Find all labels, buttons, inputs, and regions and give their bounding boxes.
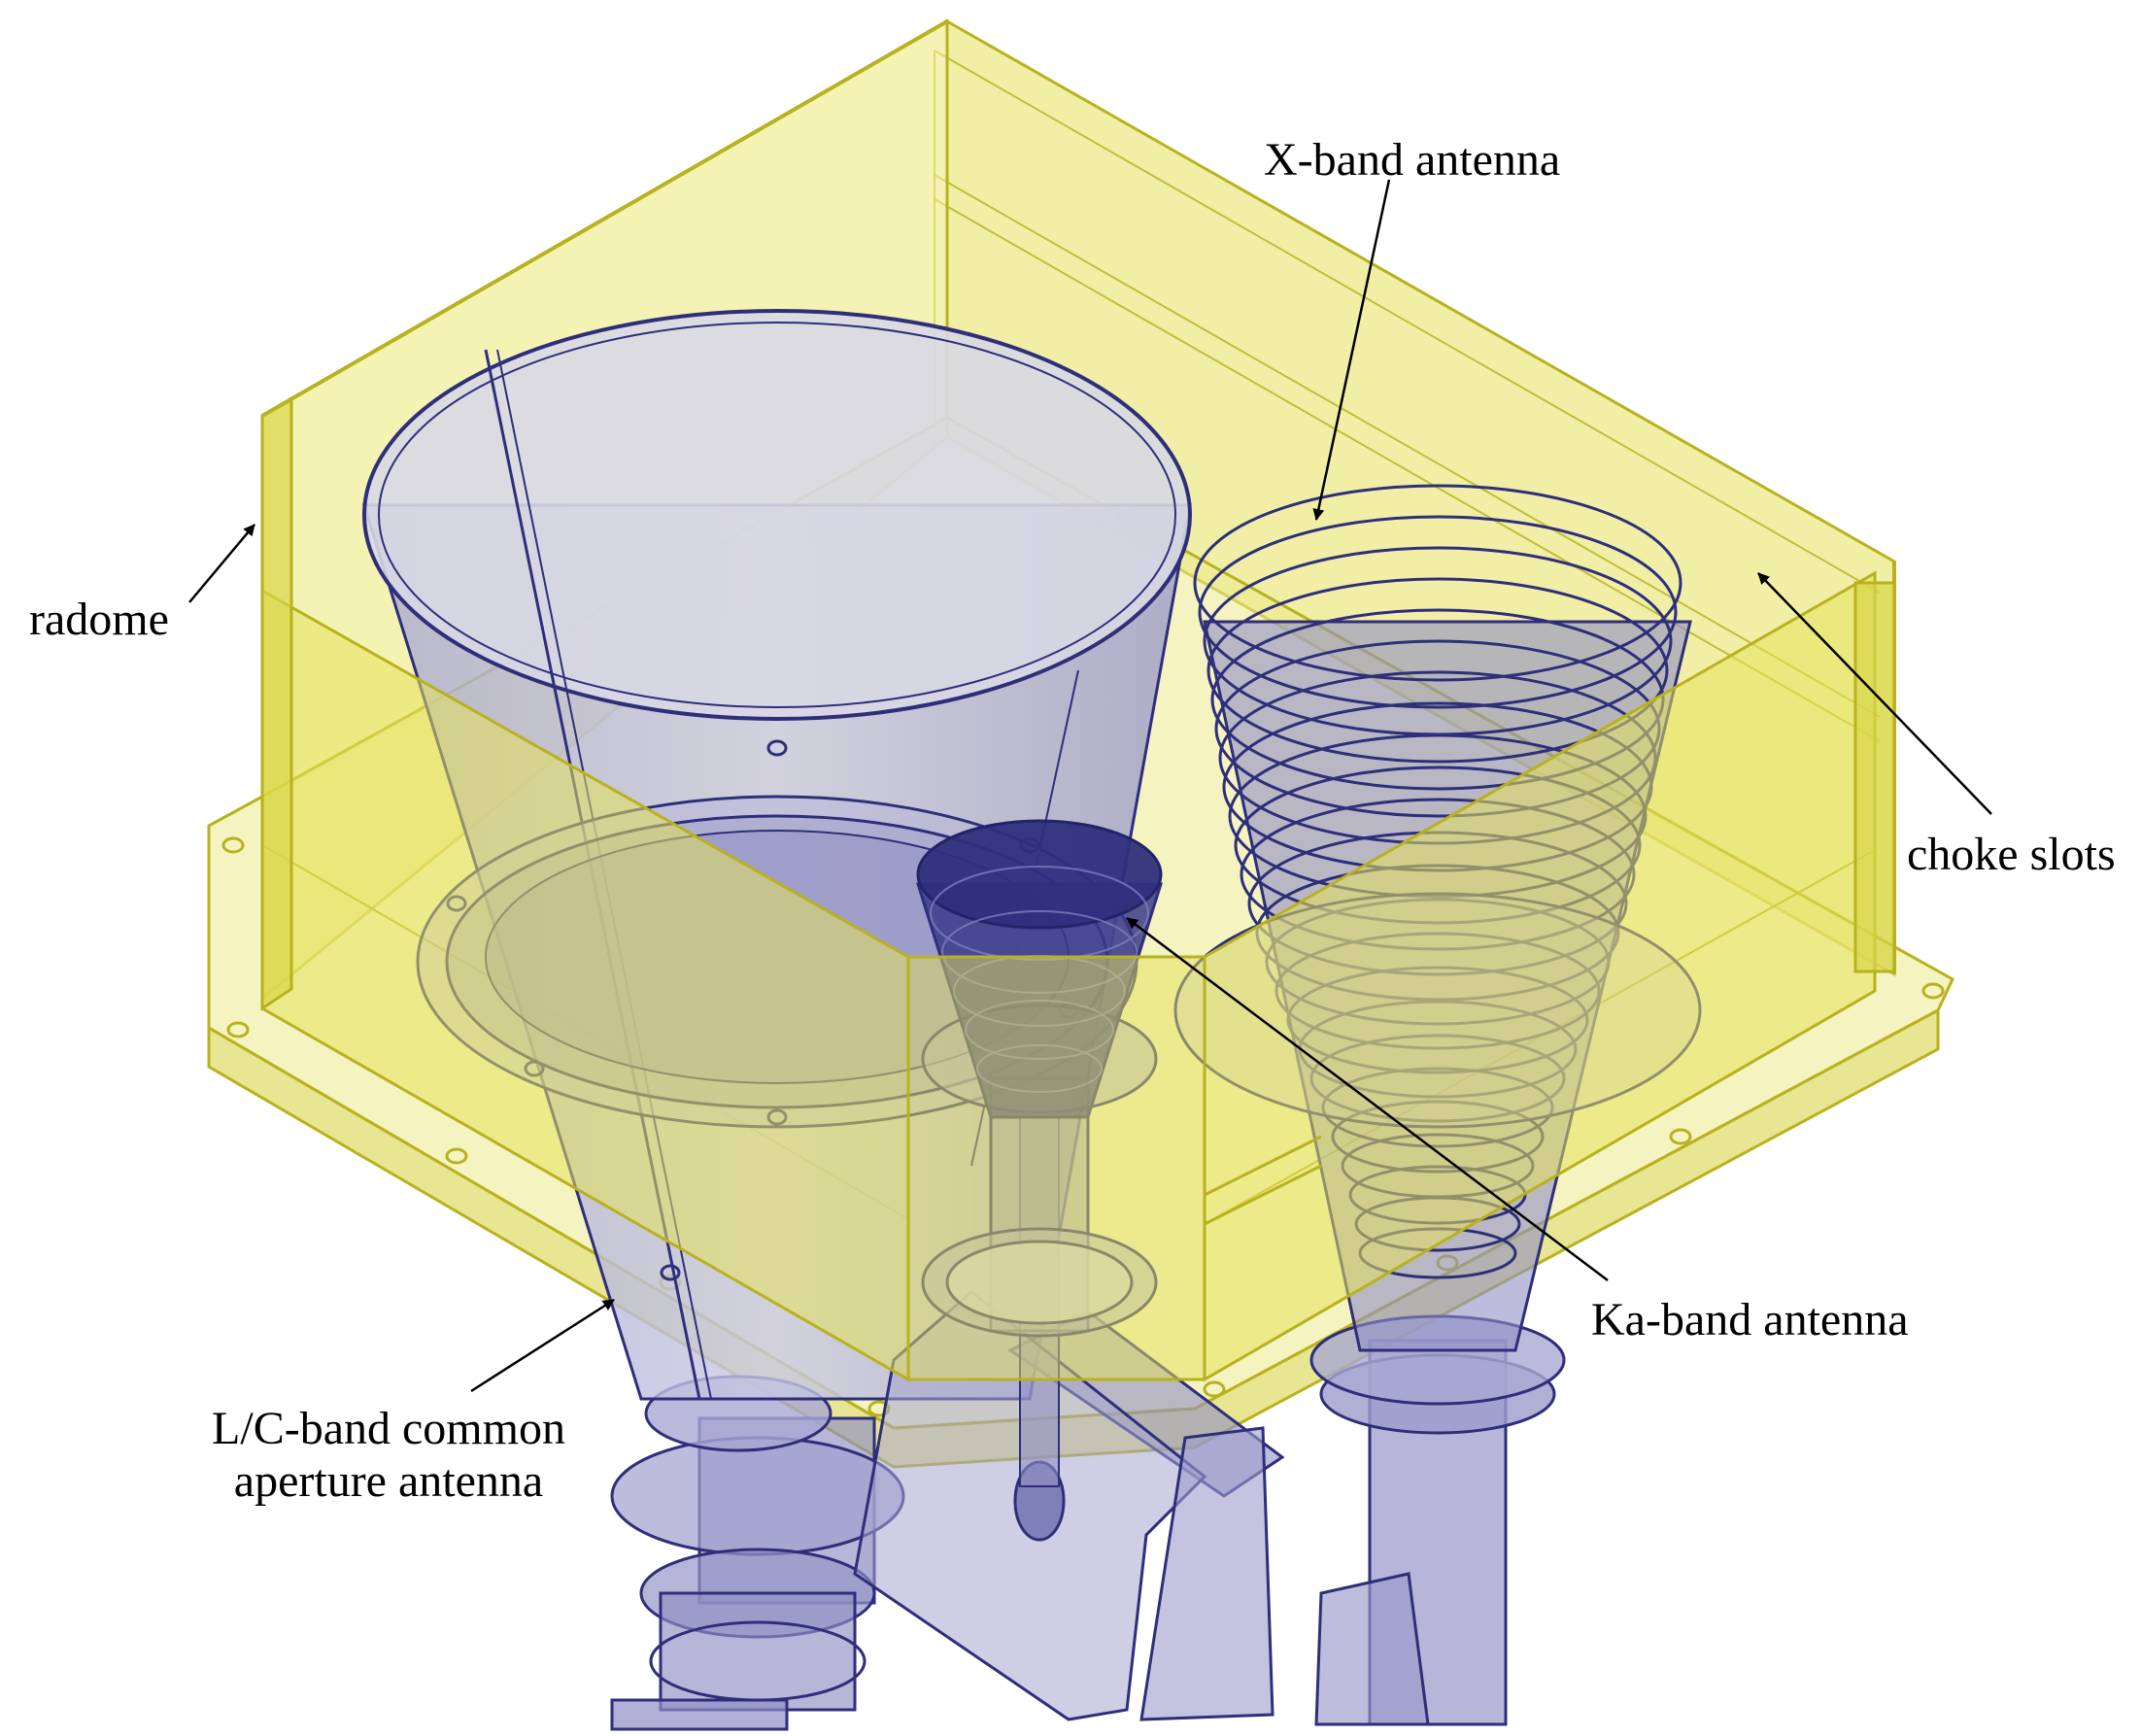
lc-band-arrow (470, 1298, 615, 1393)
radome-arrow (188, 524, 255, 603)
ka-band-arrow (1126, 917, 1609, 1281)
radome-center-box (906, 955, 1206, 1381)
choke-slots-arrow (1757, 572, 1992, 815)
x-band-arrow (1312, 179, 1391, 521)
callout-lines (188, 179, 1992, 1393)
choke-slots-label: choke slots (1907, 829, 2116, 880)
lc-band-antenna-label-line1: L/C-band common (212, 1403, 565, 1454)
feed-waveguide (853, 1116, 1285, 1721)
radome-label: radome (29, 594, 169, 645)
x-band-antenna-label: X-band antenna (1264, 134, 1561, 186)
lc-band-antenna-label: L/C-band common aperture antenna (117, 1403, 661, 1508)
radome-front (260, 19, 1896, 1382)
radome-front-right-wall (1203, 570, 1877, 1382)
lc-band-antenna-label-line2: aperture antenna (233, 1455, 544, 1507)
ka-band-antenna-label: Ka-band antenna (1591, 1294, 1909, 1345)
